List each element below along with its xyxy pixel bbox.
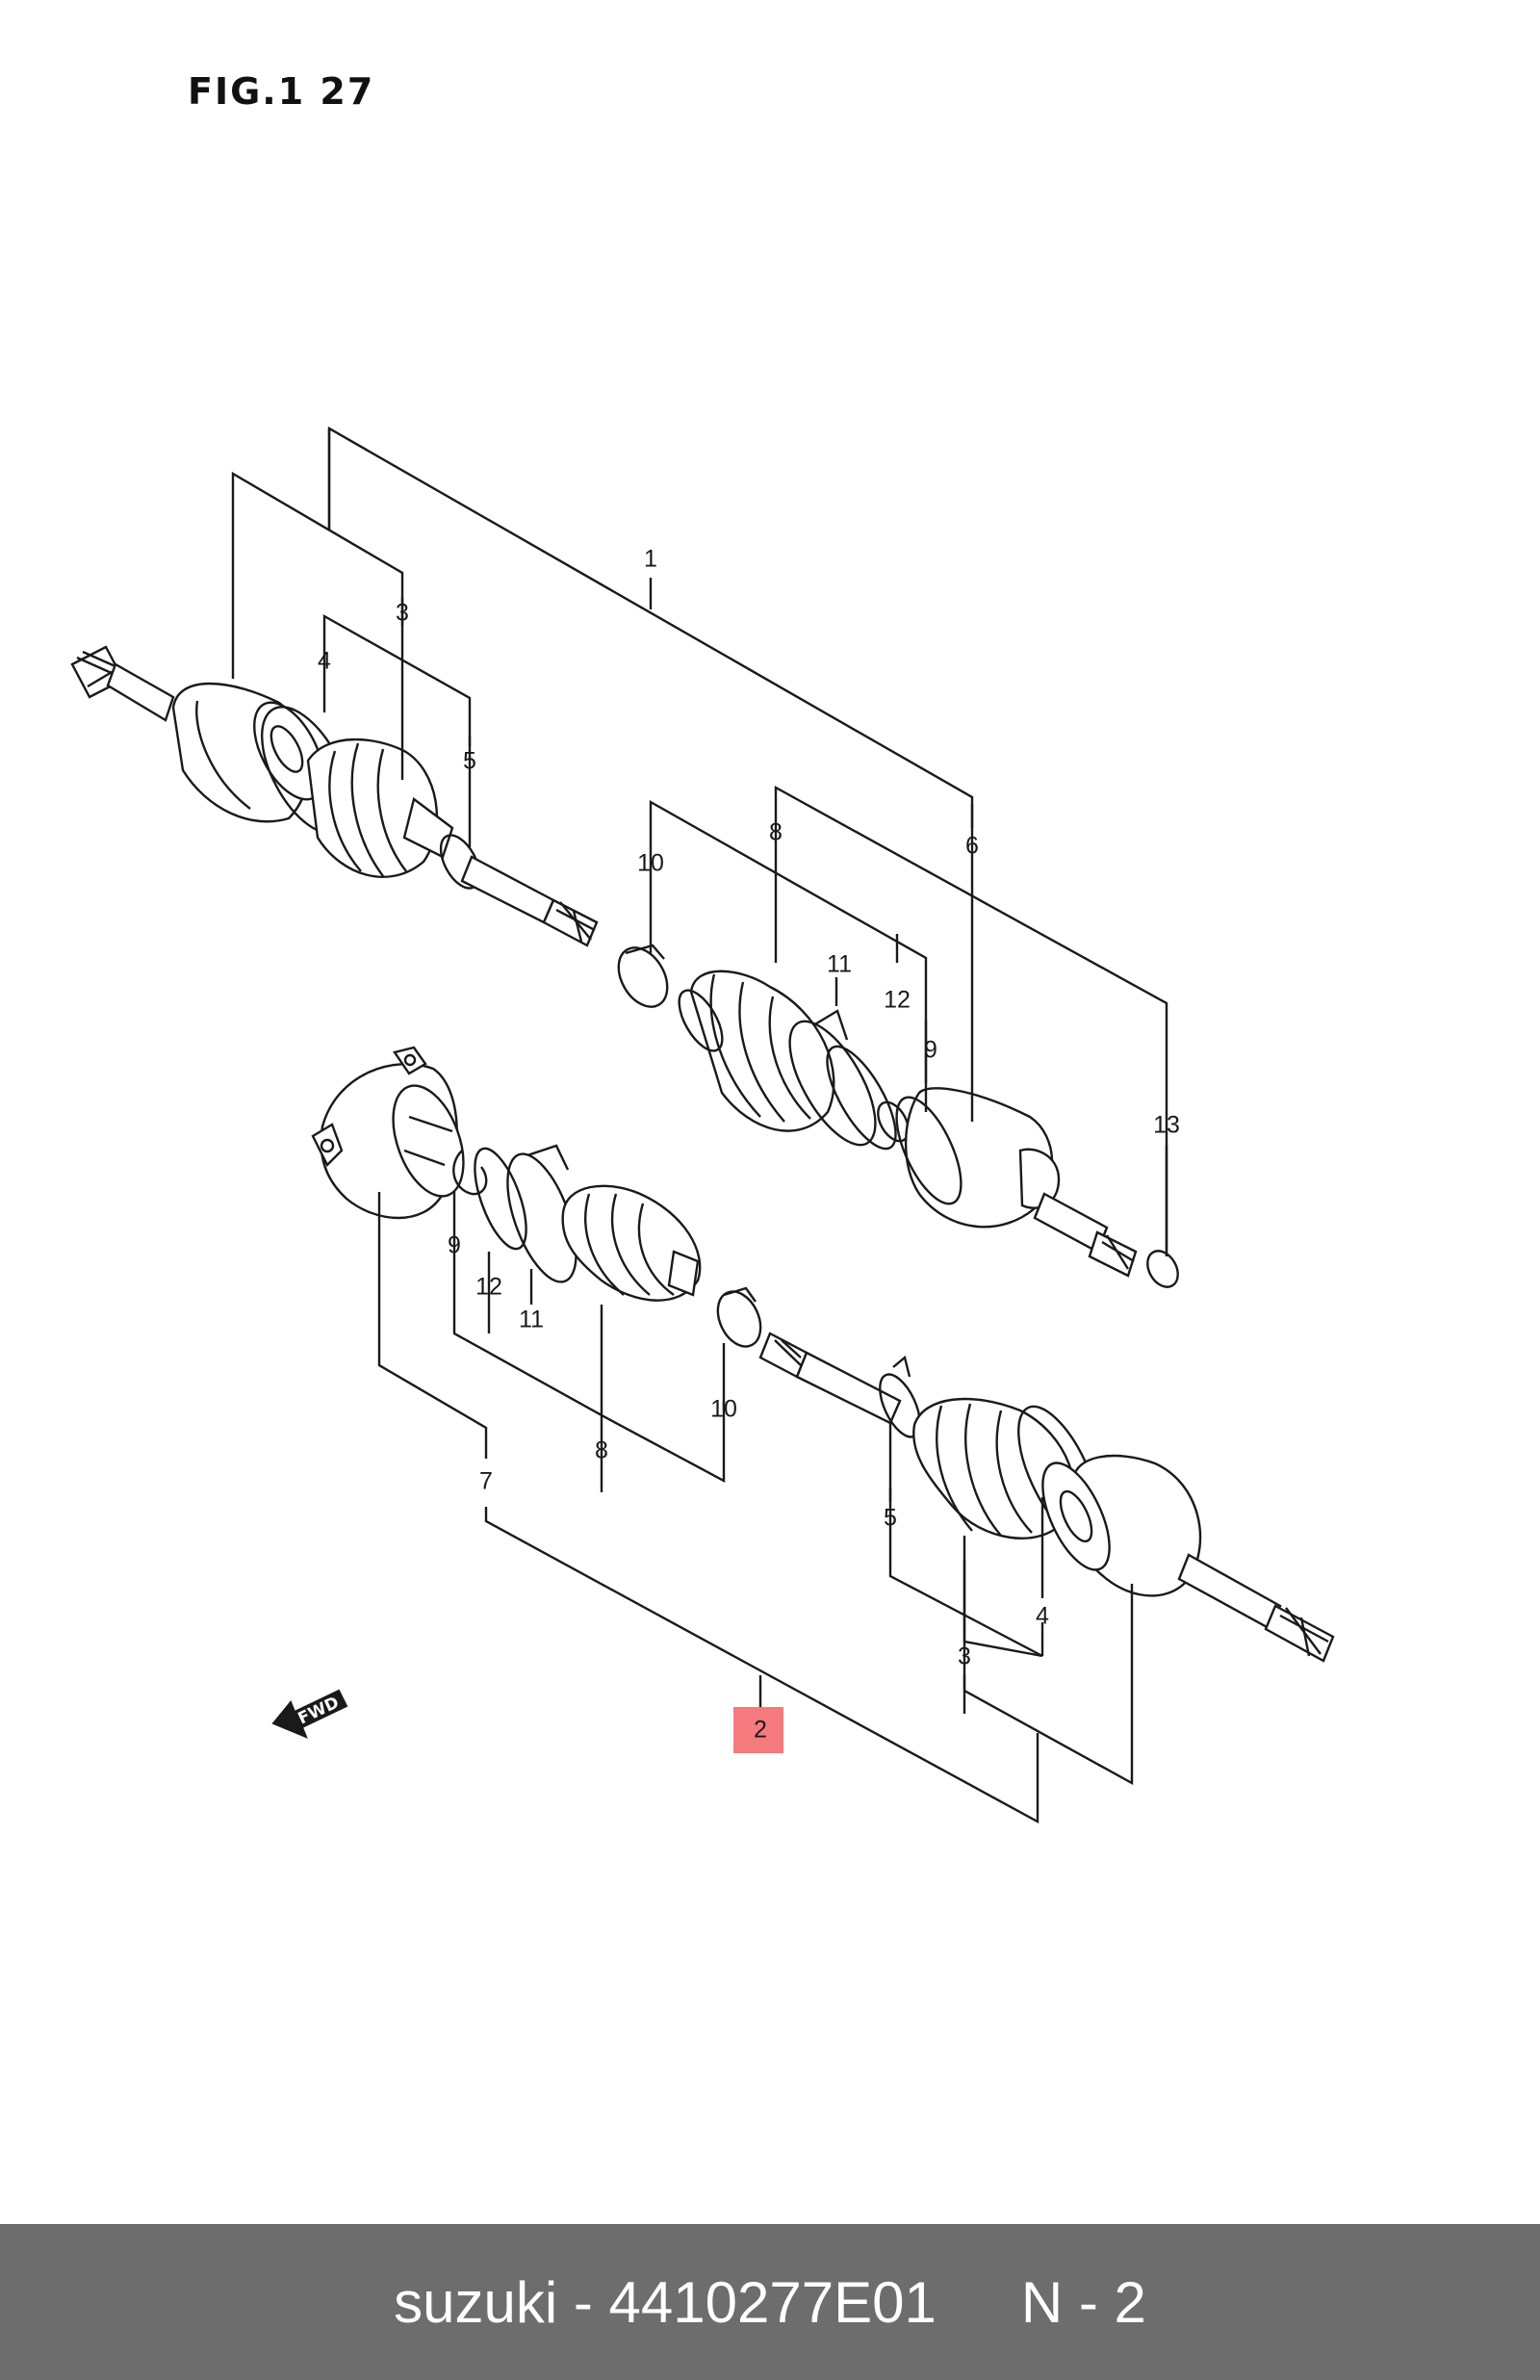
snap-ring-13 xyxy=(1146,1250,1179,1288)
callout-12-lower: 12 xyxy=(475,1274,502,1301)
highlight-callout-box xyxy=(733,1707,783,1753)
callout-5-lower: 5 xyxy=(884,1505,897,1532)
upper-driveshaft-assembly xyxy=(70,645,599,947)
clamp-upper-inner xyxy=(617,944,669,1008)
callout-8-upper: 8 xyxy=(769,819,783,846)
inner-joint-housing-upper xyxy=(895,1087,1138,1278)
callout-12-upper: 12 xyxy=(884,987,911,1014)
figure-title: FIG.1 27 xyxy=(188,70,374,113)
callout-8-lower: 8 xyxy=(595,1437,608,1464)
ring-lower-12 xyxy=(474,1147,527,1251)
axle-shaft-lower xyxy=(758,1332,902,1425)
outer-joint-housing-lower xyxy=(1041,1454,1335,1663)
callout-4-upper: 4 xyxy=(318,648,331,675)
boot-band-upper-inner-11 xyxy=(788,1009,877,1147)
callout-11-lower: 11 xyxy=(519,1306,544,1333)
callout-11-upper: 11 xyxy=(827,951,852,978)
footer-bar: suzuki - 4410277E01 N - 2 xyxy=(0,2224,1540,2380)
footer-part-number: suzuki - 4410277E01 xyxy=(394,2269,937,2335)
fwd-arrow-icon: FWD xyxy=(271,1689,348,1739)
circlip-upper-9 xyxy=(877,1100,910,1143)
clamp-lower-10 xyxy=(716,1286,762,1348)
callouts: 1 2 3 3 4 4 5 5 6 7 8 8 9 9 10 10 11 11 … xyxy=(318,546,1180,1744)
outer-boot-upper xyxy=(306,737,454,878)
ring-upper-12 xyxy=(826,1045,897,1151)
callout-4-lower: 4 xyxy=(1036,1603,1049,1630)
outer-spline-stub-upper xyxy=(70,645,175,722)
callout-6: 6 xyxy=(965,833,979,860)
inner-boot-lower xyxy=(561,1184,702,1302)
axle-shaft-upper xyxy=(460,855,599,947)
callout-3-upper: 3 xyxy=(396,600,409,627)
callout-9-upper: 9 xyxy=(924,1037,937,1064)
fwd-label: FWD xyxy=(295,1694,343,1729)
parts-diagram: FIG.1 27 xyxy=(70,70,1335,1824)
inner-joint-housing-lower xyxy=(311,1046,465,1220)
outer-joint-housing-upper xyxy=(171,682,324,823)
callout-2: 2 xyxy=(754,1717,767,1744)
callout-9-lower: 9 xyxy=(448,1232,461,1259)
footer-quantity: N - 2 xyxy=(1020,2269,1146,2335)
callout-7: 7 xyxy=(479,1468,493,1495)
callout-1: 1 xyxy=(644,546,657,573)
circlip-lower-9 xyxy=(452,1150,488,1196)
outer-boot-lower xyxy=(912,1397,1075,1539)
callout-13: 13 xyxy=(1153,1112,1180,1139)
callout-3-lower: 3 xyxy=(958,1643,971,1670)
callout-10-lower: 10 xyxy=(710,1396,737,1423)
callout-10-upper: 10 xyxy=(637,850,664,877)
callout-5-upper: 5 xyxy=(463,748,476,775)
leader-lines xyxy=(231,426,1168,1824)
inner-boot-upper xyxy=(678,970,835,1132)
